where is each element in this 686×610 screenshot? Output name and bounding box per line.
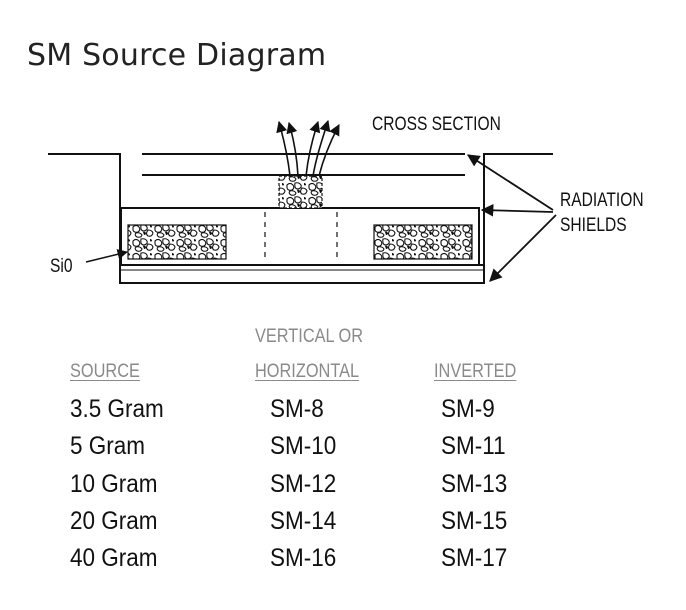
row-3-source: 10 Gram	[70, 470, 158, 498]
row-3-inverted: SM-13	[441, 470, 508, 498]
header-orientation-line1: VERTICAL OR	[255, 326, 364, 347]
row-3-vertical: SM-12	[270, 470, 337, 498]
row-1-source: 3.5 Gram	[70, 395, 164, 423]
aperture	[278, 175, 323, 209]
cross-section-label: CROSS SECTION	[372, 113, 501, 135]
row-5-vertical: SM-16	[270, 544, 337, 572]
source-model-table: VERTICAL OR SOURCE HORIZONTAL INVERTED 3…	[0, 320, 686, 600]
row-2-vertical: SM-10	[270, 432, 337, 460]
row-2-inverted: SM-11	[441, 432, 506, 460]
row-5-source: 40 Gram	[70, 544, 158, 572]
row-1-inverted: SM-9	[441, 395, 495, 423]
vapor-arrows	[276, 119, 340, 177]
row-4-vertical: SM-14	[270, 507, 337, 535]
radiation-label-line1: RADIATION	[560, 189, 644, 211]
cross-section-diagram: CROSS SECTION RADIATION SHIELDS Si0	[48, 113, 644, 284]
row-5-inverted: SM-17	[441, 544, 508, 572]
row-2-source: 5 Gram	[70, 432, 146, 460]
sio-label: Si0	[50, 255, 73, 277]
row-4-inverted: SM-15	[441, 507, 508, 535]
header-source: SOURCE	[70, 361, 140, 382]
header-inverted: INVERTED	[434, 361, 517, 382]
sio-pointer-line	[85, 249, 129, 263]
header-orientation-line2: HORIZONTAL	[255, 361, 360, 382]
row-4-source: 20 Gram	[70, 507, 158, 535]
radiation-label-line2: SHIELDS	[560, 214, 627, 236]
sio-material-right	[373, 224, 473, 260]
sio-material-left	[127, 224, 227, 260]
outer-housing-line	[48, 153, 553, 284]
row-1-vertical: SM-8	[270, 395, 324, 423]
radiation-shield-arrows	[466, 154, 557, 282]
page-title: SM Source Diagram	[27, 38, 327, 73]
